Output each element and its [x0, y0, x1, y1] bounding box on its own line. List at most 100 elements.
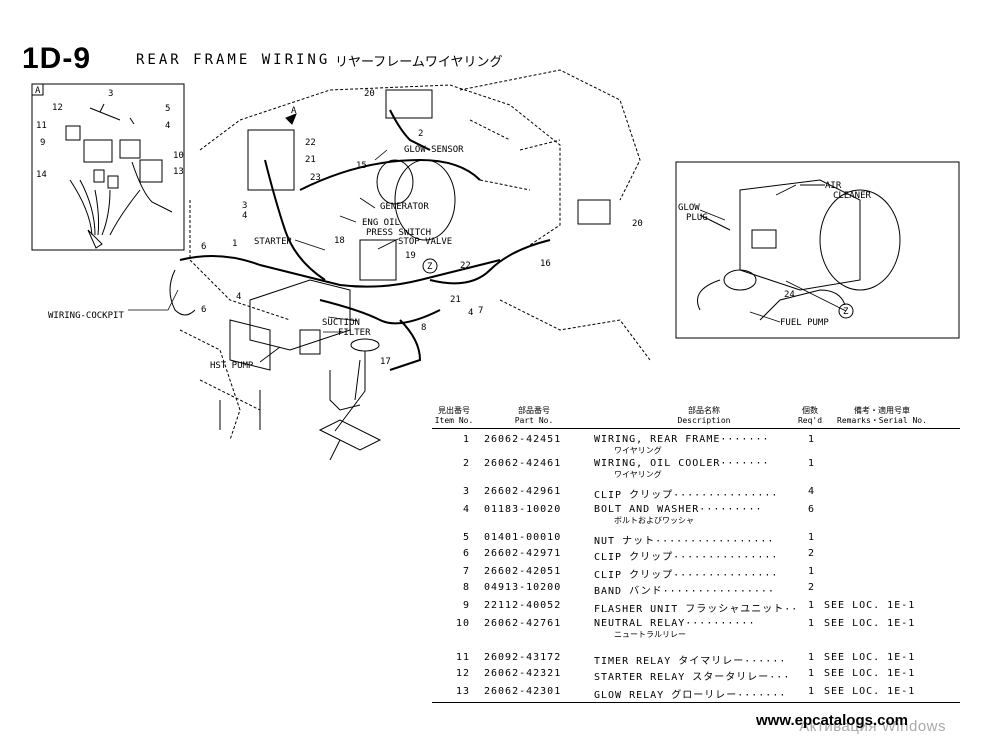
- header-desc-jp: 部品名称: [688, 406, 720, 415]
- quantity: 1: [808, 652, 816, 663]
- quantity: 1: [808, 434, 816, 445]
- item-no: 10: [455, 618, 470, 629]
- quantity: 6: [808, 504, 816, 515]
- label-glow-sensor: GLOW SENSOR: [404, 145, 464, 155]
- fuel-sender-float: [350, 338, 380, 352]
- part-no: 26062-42301: [484, 686, 562, 697]
- callout-19: 19: [405, 251, 416, 261]
- part-no: 04913-10200: [484, 582, 562, 593]
- inset-a-relays: [65, 103, 173, 249]
- callout-10: 10: [173, 151, 184, 161]
- part-no: 26062-42451: [484, 434, 562, 445]
- remarks: SEE LOC. 1E-1: [824, 652, 916, 663]
- description: CLIP クリップ···············: [594, 570, 779, 581]
- item-no: 9: [462, 600, 470, 611]
- stop-valve-body: [359, 239, 397, 281]
- callout-6: 6: [201, 242, 206, 252]
- frame-members: [219, 279, 382, 461]
- label-press-switch: PRESS SWITCH: [366, 228, 431, 238]
- item-no: 4: [462, 504, 470, 515]
- callout-16: 16: [540, 259, 551, 269]
- item-no: 12: [455, 668, 470, 679]
- wiring-harness: [179, 109, 551, 371]
- header-item: 見出番号 Item No.: [432, 406, 476, 426]
- item-no: 6: [462, 548, 470, 559]
- label-eng-oil: ENG OIL: [362, 218, 400, 228]
- quantity: 1: [808, 618, 816, 629]
- callout-21b: 21: [450, 295, 461, 305]
- site-url: www.epcatalogs.com: [756, 712, 908, 729]
- leader-lines: [128, 149, 847, 363]
- page-title: REAR FRAME WIRING: [136, 52, 331, 68]
- callout-22b: 22: [460, 261, 471, 271]
- header-part-en: Part No.: [514, 416, 554, 425]
- callout-numbers: 1 2 3 3 4 4 4 4 5 6 6 7 8 9 10 11 12 13 …: [36, 89, 795, 367]
- quantity: 1: [808, 668, 816, 679]
- callout-1: 1: [232, 239, 237, 249]
- part-no: 26062-42461: [484, 458, 562, 469]
- header-divider: [432, 428, 960, 429]
- part-no: 26062-42761: [484, 618, 562, 629]
- header-desc-en: Description: [677, 416, 731, 425]
- item-no: 1: [462, 434, 470, 445]
- part-no: 26602-42961: [484, 486, 562, 497]
- remarks: SEE LOC. 1E-1: [824, 618, 916, 629]
- part-no: 26602-42051: [484, 566, 562, 577]
- label-hst-pump: HST PUMP: [210, 361, 254, 371]
- description: FLASHER UNIT フラッシャユニット··: [594, 604, 799, 615]
- inset-fuel-pump-frame: [675, 161, 960, 339]
- remarks: SEE LOC. 1E-1: [824, 600, 916, 611]
- callout-6b: 6: [201, 305, 206, 315]
- part-no: 01183-10020: [484, 504, 562, 515]
- callout-9: 9: [40, 138, 45, 148]
- fuel-sender-rod: [334, 351, 366, 432]
- callout-20b: 20: [632, 219, 643, 229]
- header-item-jp: 見出番号: [438, 406, 470, 415]
- suction-filter-body: [299, 329, 321, 355]
- header-qty-en: Req'd: [797, 416, 823, 425]
- z-mark-inset: [838, 303, 854, 319]
- item-no: 13: [455, 686, 470, 697]
- quantity: 2: [808, 548, 816, 559]
- header-part-jp: 部品番号: [518, 406, 550, 415]
- header-qty: 個数 Req'd: [790, 406, 830, 426]
- description: CLIP クリップ···············: [594, 490, 779, 501]
- lamp-unit-20-top: [385, 89, 433, 119]
- callout-14: 14: [36, 170, 47, 180]
- callout-4b: 4: [242, 211, 247, 221]
- fan: [394, 159, 456, 241]
- label-fuel-pump: FUEL PUMP: [780, 318, 829, 328]
- description-jp: ワイヤリング: [614, 446, 662, 455]
- part-no: 26062-42321: [484, 668, 562, 679]
- label-suction: SUCTION: [322, 318, 360, 328]
- part-no: 01401-00010: [484, 532, 562, 543]
- header-part: 部品番号 Part No.: [494, 406, 574, 426]
- quantity: 1: [808, 532, 816, 543]
- description: BOLT AND WASHER·········: [594, 504, 763, 515]
- callout-7: 7: [478, 306, 483, 316]
- z-label-main: Z: [427, 262, 433, 272]
- quantity: 1: [808, 566, 816, 577]
- fuel-injection-pump: [247, 129, 295, 191]
- callout-21: 21: [305, 155, 316, 165]
- callout-17: 17: [380, 357, 391, 367]
- label-stop-valve: STOP VALVE: [398, 237, 452, 247]
- inset-a-frame: [31, 83, 185, 251]
- label-wiring-cockpit: WIRING-COCKPIT: [48, 311, 124, 321]
- quantity: 2: [808, 582, 816, 593]
- callout-24: 24: [784, 290, 795, 300]
- callout-5: 5: [165, 104, 170, 114]
- header-remarks: 備考・適用号車 Remarks・Serial No.: [832, 406, 932, 426]
- callout-4d: 4: [236, 292, 241, 302]
- description-jp: ボルトおよびワッシャ: [614, 516, 694, 525]
- table-bottom-rule: [432, 702, 960, 703]
- part-no: 26092-43172: [484, 652, 562, 663]
- label-air: AIR: [825, 181, 842, 191]
- description: NUT ナット·················: [594, 536, 775, 547]
- header-remarks-en: Remarks・Serial No.: [837, 416, 927, 425]
- os-activation-watermark: Активация Windows: [799, 718, 946, 735]
- callout-3b: 3: [242, 201, 247, 211]
- z-mark-main: [422, 258, 438, 274]
- item-no: 3: [462, 486, 470, 497]
- description: WIRING, REAR FRAME·······: [594, 434, 770, 445]
